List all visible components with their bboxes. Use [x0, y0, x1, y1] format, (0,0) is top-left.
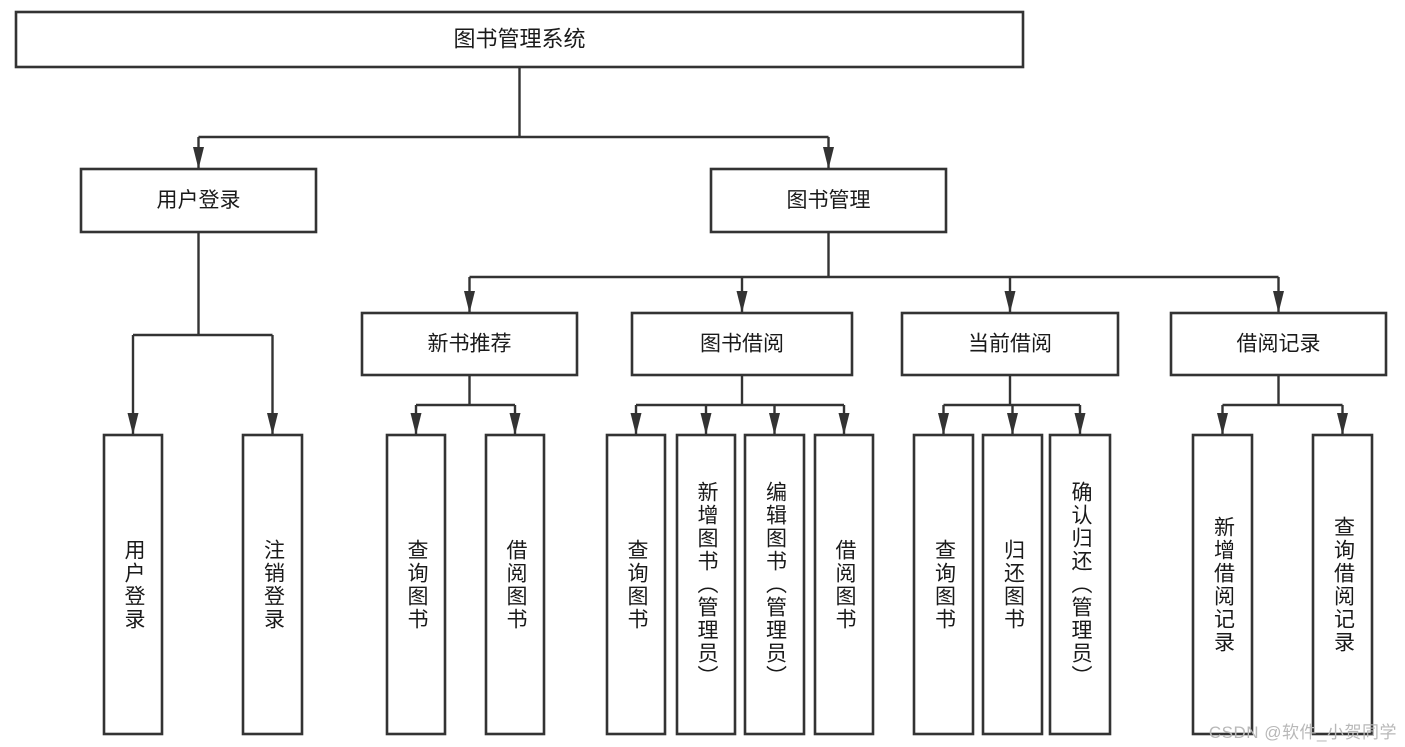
node-borrow-query-book[interactable]	[605, 433, 667, 736]
node-book-management-label: 图书管理	[787, 189, 871, 212]
node-book-borrow-box[interactable]	[630, 311, 854, 377]
arrow-head-icon	[127, 413, 139, 435]
arrow-head-icon	[464, 291, 475, 313]
node-new-book-recommend[interactable]: 新书推荐	[360, 311, 579, 377]
node-current-query-book-box[interactable]	[912, 433, 975, 736]
node-user-login-do-box[interactable]	[102, 433, 164, 736]
node-record-query[interactable]	[1311, 433, 1374, 736]
node-current-return-book-box[interactable]	[981, 433, 1044, 736]
node-root-main[interactable]: 图书管理系统	[14, 10, 1025, 69]
node-borrow-edit-book[interactable]	[743, 433, 806, 736]
arrow-head-icon	[823, 147, 834, 169]
arrow-head-icon	[769, 413, 780, 435]
node-current-confirm-return[interactable]	[1048, 433, 1112, 736]
node-user-login[interactable]: 用户登录	[79, 167, 318, 234]
node-user-logout[interactable]	[241, 433, 304, 736]
arrow-head-icon	[1217, 413, 1228, 435]
node-book-borrow-label: 图书借阅	[700, 333, 784, 356]
arrow-head-icon	[1007, 413, 1018, 435]
connector-lines-group	[127, 67, 1348, 435]
node-recommend-query-book[interactable]	[385, 433, 447, 736]
node-root-main-box[interactable]	[14, 10, 1025, 69]
node-borrow-record-label: 借阅记录	[1237, 333, 1321, 356]
node-recommend-borrow-book[interactable]	[484, 433, 546, 736]
arrow-head-icon	[700, 413, 712, 435]
watermark-text: CSDN @软件_小贺同学	[1208, 723, 1397, 742]
node-current-borrow-box[interactable]	[900, 311, 1120, 377]
node-borrow-borrow-book-box[interactable]	[813, 433, 875, 736]
node-book-management-box[interactable]	[709, 167, 948, 234]
node-book-management[interactable]: 图书管理	[709, 167, 948, 234]
arrow-head-icon	[193, 147, 204, 169]
arrow-head-icon	[736, 291, 748, 313]
node-user-login-box[interactable]	[79, 167, 318, 234]
node-borrow-record-box[interactable]	[1169, 311, 1388, 377]
arrow-head-icon	[1074, 413, 1086, 435]
arrow-head-icon	[838, 413, 850, 435]
node-current-confirm-return-box[interactable]	[1048, 433, 1112, 736]
node-record-query-box[interactable]	[1311, 433, 1374, 736]
node-root-main-label: 图书管理系统	[453, 26, 585, 51]
node-borrow-add-book[interactable]	[675, 433, 737, 736]
node-borrow-borrow-book[interactable]	[813, 433, 875, 736]
arrow-head-icon	[1004, 291, 1016, 313]
node-borrow-edit-book-box[interactable]	[743, 433, 806, 736]
node-user-logout-box[interactable]	[241, 433, 304, 736]
node-current-return-book[interactable]	[981, 433, 1044, 736]
node-user-login-label: 用户登录	[157, 189, 241, 212]
node-recommend-query-book-box[interactable]	[385, 433, 447, 736]
node-new-book-recommend-label: 新书推荐	[428, 333, 512, 356]
node-record-add[interactable]	[1191, 433, 1254, 736]
arrow-head-icon	[938, 413, 949, 435]
node-borrow-add-book-box[interactable]	[675, 433, 737, 736]
node-user-login-do[interactable]	[102, 433, 164, 736]
node-new-book-recommend-box[interactable]	[360, 311, 579, 377]
node-current-borrow-label: 当前借阅	[968, 333, 1052, 356]
arrow-head-icon	[509, 413, 521, 435]
node-borrow-query-book-box[interactable]	[605, 433, 667, 736]
arrow-head-icon	[1273, 291, 1284, 313]
node-current-query-book[interactable]	[912, 433, 975, 736]
arrow-head-icon	[410, 413, 422, 435]
node-recommend-borrow-book-box[interactable]	[484, 433, 546, 736]
node-borrow-record[interactable]: 借阅记录	[1169, 311, 1388, 377]
arrow-head-icon	[267, 413, 278, 435]
arrow-head-icon	[630, 413, 642, 435]
node-current-borrow[interactable]: 当前借阅	[900, 311, 1120, 377]
node-record-add-box[interactable]	[1191, 433, 1254, 736]
arrow-head-icon	[1337, 413, 1348, 435]
node-book-borrow[interactable]: 图书借阅	[630, 311, 854, 377]
